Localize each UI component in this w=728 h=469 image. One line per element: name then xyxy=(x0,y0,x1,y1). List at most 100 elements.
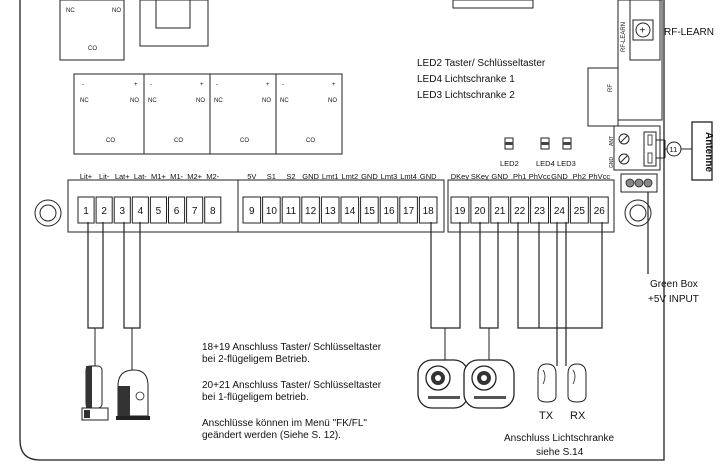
terminal-label-15: GND xyxy=(361,172,378,181)
terminal-number-20: 20 xyxy=(474,206,486,217)
terminal-label-24: GND xyxy=(551,172,568,181)
terminal-label-22: Ph1 xyxy=(513,172,526,181)
terminal-number-1: 1 xyxy=(83,206,89,217)
terminal-label-16: Lmt3 xyxy=(381,172,398,181)
relay-top-co: CO xyxy=(88,46,97,52)
key-switch-2-icon xyxy=(463,359,515,409)
terminal-11 xyxy=(281,196,301,224)
relay-top-nc: NC xyxy=(66,8,75,14)
flashing-light-icon xyxy=(81,365,109,421)
photocell-caption-1: Anschluss Lichtschranke xyxy=(504,433,614,444)
terminal-label-4: Lat- xyxy=(134,172,147,181)
rf-module: RF-LEARN RF + RF-LEARN xyxy=(587,0,714,127)
svg-text:CO: CO xyxy=(240,138,249,144)
terminal-number-3: 3 xyxy=(119,206,125,217)
terminal-label-3: Lat+ xyxy=(115,172,130,181)
connector-11-number: 11 xyxy=(670,145,678,154)
photocell-caption-2: siehe S.14 xyxy=(536,447,584,458)
svg-text:NC: NC xyxy=(214,98,223,104)
terminal-9 xyxy=(242,196,262,224)
photocell-rx-icon xyxy=(567,363,587,403)
relay-block: - + NC NO CO - + NC NO CO - + NC NO CO -… xyxy=(73,73,343,155)
photocell-rx-label: RX xyxy=(570,410,586,422)
terminal-3 xyxy=(113,196,131,224)
terminal-7 xyxy=(186,196,204,224)
terminal-10 xyxy=(262,196,281,224)
rf-learn-button xyxy=(635,22,651,38)
terminal-24 xyxy=(550,196,569,224)
terminal-1 xyxy=(77,196,95,224)
terminal-number-5: 5 xyxy=(156,206,162,217)
terminal-26 xyxy=(589,196,609,224)
note3-line2: geändert werden (Siehe S. 12). xyxy=(202,430,341,441)
svg-text:CO: CO xyxy=(174,138,183,144)
terminal-number-6: 6 xyxy=(174,206,180,217)
terminal-13 xyxy=(320,196,340,224)
terminal-17 xyxy=(399,196,418,224)
led-legend-1: LED2 Taster/ Schlüsseltaster xyxy=(417,58,546,69)
note2-line2: bei 1-flügeligem betrieb. xyxy=(202,392,309,403)
svg-text:+: + xyxy=(640,26,646,37)
svg-text:-: - xyxy=(282,82,284,88)
terminal-number-22: 22 xyxy=(514,206,526,217)
top-switch xyxy=(139,0,209,47)
terminal-number-2: 2 xyxy=(101,206,107,217)
terminal-label-26: PhVcc xyxy=(588,172,610,181)
terminal-label-10: S1 xyxy=(267,172,276,181)
note1-line1: 18+19 Anschluss Taster/ Schlüsseltaster xyxy=(202,342,382,353)
top-connector xyxy=(452,0,534,9)
ant-label: ANT xyxy=(609,136,615,146)
terminal-number-7: 7 xyxy=(192,206,198,217)
antenna-label: Antenne xyxy=(703,132,714,172)
terminal-label-20: SKey xyxy=(471,172,489,181)
terminal-6 xyxy=(168,196,186,224)
svg-text:NO: NO xyxy=(196,98,205,104)
warning-lamp-icon xyxy=(116,369,150,420)
svg-text:NO: NO xyxy=(328,98,337,104)
terminal-number-23: 23 xyxy=(534,206,546,217)
terminal-label-7: M2+ xyxy=(187,172,202,181)
top-relay: NC NO CO xyxy=(59,0,125,61)
svg-text:+: + xyxy=(134,82,138,88)
svg-text:NO: NO xyxy=(262,98,271,104)
terminal-21 xyxy=(490,196,510,224)
green-box-line1: Green Box xyxy=(650,279,698,290)
note2-line1: 20+21 Anschluss Taster/ Schlüsseltaster xyxy=(202,380,382,391)
terminal-number-9: 9 xyxy=(249,206,255,217)
terminal-number-25: 25 xyxy=(574,206,586,217)
svg-text:-: - xyxy=(150,82,152,88)
rf-learn-label: RF-LEARN xyxy=(664,27,714,38)
terminal-label-6: M1- xyxy=(170,172,183,181)
green-box-connector xyxy=(620,173,658,193)
note1-line2: bei 2-flügeligem Betrieb. xyxy=(202,354,310,365)
terminal-label-18: GND xyxy=(420,172,437,181)
svg-text:CO: CO xyxy=(306,138,315,144)
terminal-label-23: PhVcc xyxy=(529,172,551,181)
terminal-label-21: GND xyxy=(491,172,508,181)
terminal-number-18: 18 xyxy=(423,206,435,217)
green-box-line2: +5V INPUT xyxy=(648,294,699,305)
svg-text:NO: NO xyxy=(130,98,139,104)
svg-text:+: + xyxy=(332,82,336,88)
terminal-18 xyxy=(418,196,438,224)
svg-text:NC: NC xyxy=(80,98,89,104)
rf-learn-board-label: RF-LEARN xyxy=(621,22,627,52)
terminal-number-16: 16 xyxy=(383,206,395,217)
terminal-number-13: 13 xyxy=(325,206,337,217)
terminal-number-4: 4 xyxy=(138,206,144,217)
terminal-number-17: 17 xyxy=(403,206,415,217)
svg-text:-: - xyxy=(216,82,218,88)
key-switch-1-icon xyxy=(417,359,469,409)
svg-text:+: + xyxy=(266,82,270,88)
led-legend-2: LED4 Lichtschranke 1 xyxy=(417,74,515,85)
terminal-number-15: 15 xyxy=(364,206,376,217)
note3-line1: Anschlüsse können im Menü "FK/FL" xyxy=(202,418,367,429)
terminal-label-12: GND xyxy=(302,172,319,181)
terminal-label-5: M1+ xyxy=(151,172,166,181)
led-group: LED2 LED4 LED3 xyxy=(500,137,576,168)
terminal-22 xyxy=(510,196,530,224)
terminal-number-12: 12 xyxy=(305,206,317,217)
terminal-number-19: 19 xyxy=(454,206,466,217)
antenna-gnd-label: GND xyxy=(609,157,615,169)
